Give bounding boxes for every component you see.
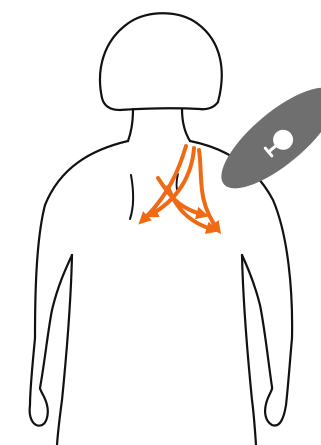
arrow-down-right — [199, 150, 218, 230]
neck-line-right — [182, 109, 190, 141]
back-outline-icon — [30, 13, 292, 445]
shoulder-blade-line — [130, 175, 133, 219]
massage-direction-arrows — [142, 146, 218, 230]
left-arm-outline — [30, 141, 128, 426]
head-outline — [100, 13, 222, 110]
neck-line-left — [128, 109, 133, 141]
